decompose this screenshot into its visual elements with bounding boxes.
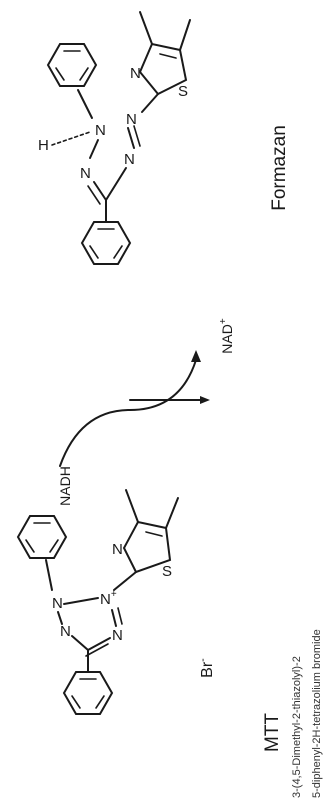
atom-n-4: N — [126, 111, 137, 128]
bond-phenyl-n — [45, 559, 53, 591]
bond-h-n — [51, 131, 91, 146]
atom-n-thiazole: N — [130, 65, 141, 82]
formazan-phenyl-top — [46, 43, 98, 87]
bond-phenyl-nh — [77, 89, 93, 119]
bond-n-n — [57, 611, 63, 625]
bond-n-c — [71, 635, 89, 651]
atom-n-plus: N+ — [100, 589, 117, 608]
bond-n-nplus — [63, 597, 99, 605]
bond-c-n — [105, 167, 127, 201]
atom-hydrogen: H — [38, 137, 49, 154]
atom-s-thiazole: S — [162, 563, 172, 580]
mtt-phenyl-bottom — [62, 671, 114, 715]
formazan-phenyl-bottom — [80, 221, 132, 265]
nad-label: NAD+ — [218, 318, 235, 354]
bromide-label: Br- — [197, 658, 216, 678]
bond-nplus-thiazole — [113, 571, 137, 591]
formazan-molecule: N H N N N N S — [38, 11, 191, 265]
reaction-arrow — [59, 350, 210, 467]
mtt-label: MTT — [262, 713, 283, 752]
bond-c-n — [87, 637, 111, 651]
atom-n-c: N — [112, 627, 123, 644]
arrow-head — [200, 396, 210, 404]
mtt-molecule: N N N+ N N S — [16, 489, 179, 715]
mtt-thiazole — [122, 489, 179, 574]
atom-n-2: N — [80, 165, 91, 182]
formazan-thiazole — [138, 11, 191, 96]
arc-arrow-head — [191, 350, 201, 362]
atom-s-thiazole: S — [178, 83, 188, 100]
atom-n-h: N — [95, 122, 106, 139]
atom-n-b: N — [60, 623, 71, 640]
formazan-label: Formazan — [269, 125, 290, 211]
nadh-label: NADH — [57, 466, 73, 506]
bond-n-thiazole — [141, 93, 159, 113]
atom-n-a: N — [52, 595, 63, 612]
mtt-phenyl-top — [16, 515, 68, 559]
cofactor-arc — [59, 359, 197, 467]
mtt-name-line2: 5-diphenyl-2H-tetrazolium bromide — [311, 629, 323, 798]
mtt-name-line1: 3-(4,5-Dimethyl-2-thiazolyl)-2 — [291, 656, 303, 798]
atom-n-3: N — [124, 151, 135, 168]
bond-nplus-n — [111, 609, 117, 627]
bond-nh-n — [89, 139, 99, 159]
atom-n-thiazole: N — [112, 541, 123, 558]
bond-n-c — [93, 181, 107, 201]
bond-n-n — [127, 127, 135, 149]
